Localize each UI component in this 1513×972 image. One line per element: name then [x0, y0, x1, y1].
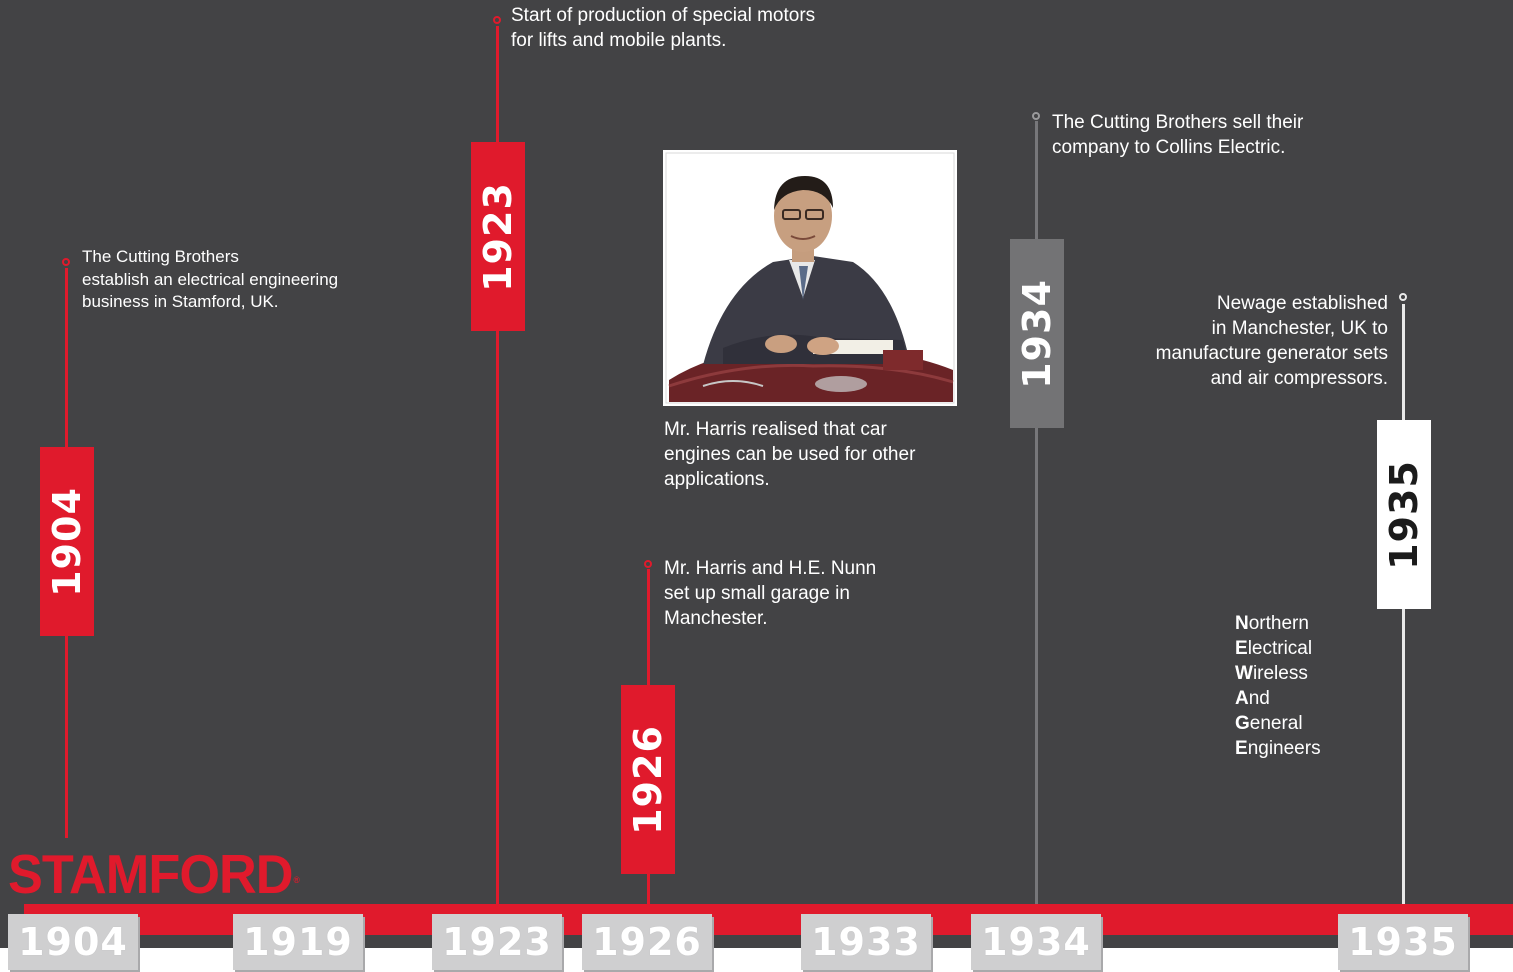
- event-text-1923: Start of production of special motors fo…: [511, 5, 816, 51]
- timeline-tab-1904[interactable]: 1904: [8, 914, 138, 970]
- stamford-logo: STAMFORD®: [8, 843, 300, 905]
- year-marker-1926: 1926: [621, 685, 675, 874]
- timeline-tab-1935[interactable]: 1935: [1338, 914, 1468, 970]
- event-pin-1923: [493, 16, 501, 24]
- timeline-tab-1934[interactable]: 1934: [971, 914, 1101, 970]
- acronym-line: And: [1235, 688, 1270, 709]
- event-pin-1935: [1399, 293, 1407, 301]
- photo-caption: Mr. Harris realised that car engines can…: [664, 419, 916, 490]
- year-marker-1935: 1935: [1377, 420, 1431, 609]
- event-text-1934: The Cutting Brothers sell their company …: [1052, 112, 1304, 158]
- acronym-line: Engineers: [1235, 738, 1321, 759]
- timeline-tab-1923[interactable]: 1923: [432, 914, 562, 970]
- timeline-tab-1933[interactable]: 1933: [801, 914, 931, 970]
- year-marker-1904: 1904: [40, 447, 94, 636]
- timeline-stem-1934: [1035, 121, 1038, 906]
- event-text-1904: The Cutting Brothers establish an electr…: [82, 247, 339, 311]
- timeline-tab-1926[interactable]: 1926: [582, 914, 712, 970]
- event-pin-1934: [1032, 112, 1040, 120]
- timeline-tab-1919[interactable]: 1919: [233, 914, 363, 970]
- event-text-1935: Newage established in Manchester, UK to …: [1155, 293, 1388, 389]
- acronym-line: Wireless: [1235, 663, 1308, 684]
- timeline-stem-1923: [496, 26, 499, 906]
- event-pin-1926: [644, 560, 652, 568]
- event-pin-1904: [62, 258, 70, 266]
- timeline-base: [0, 948, 1513, 972]
- newage-acronym: Northern Electrical Wireless And General…: [1235, 611, 1321, 761]
- event-text-1926: Mr. Harris and H.E. Nunn set up small ga…: [664, 558, 877, 629]
- acronym-line: General: [1235, 713, 1303, 734]
- portrait-photo: [663, 150, 957, 406]
- year-marker-1923: 1923: [471, 142, 525, 331]
- year-marker-1934: 1934: [1010, 239, 1064, 428]
- acronym-line: Electrical: [1235, 638, 1313, 659]
- acronym-line: Northern: [1235, 613, 1309, 634]
